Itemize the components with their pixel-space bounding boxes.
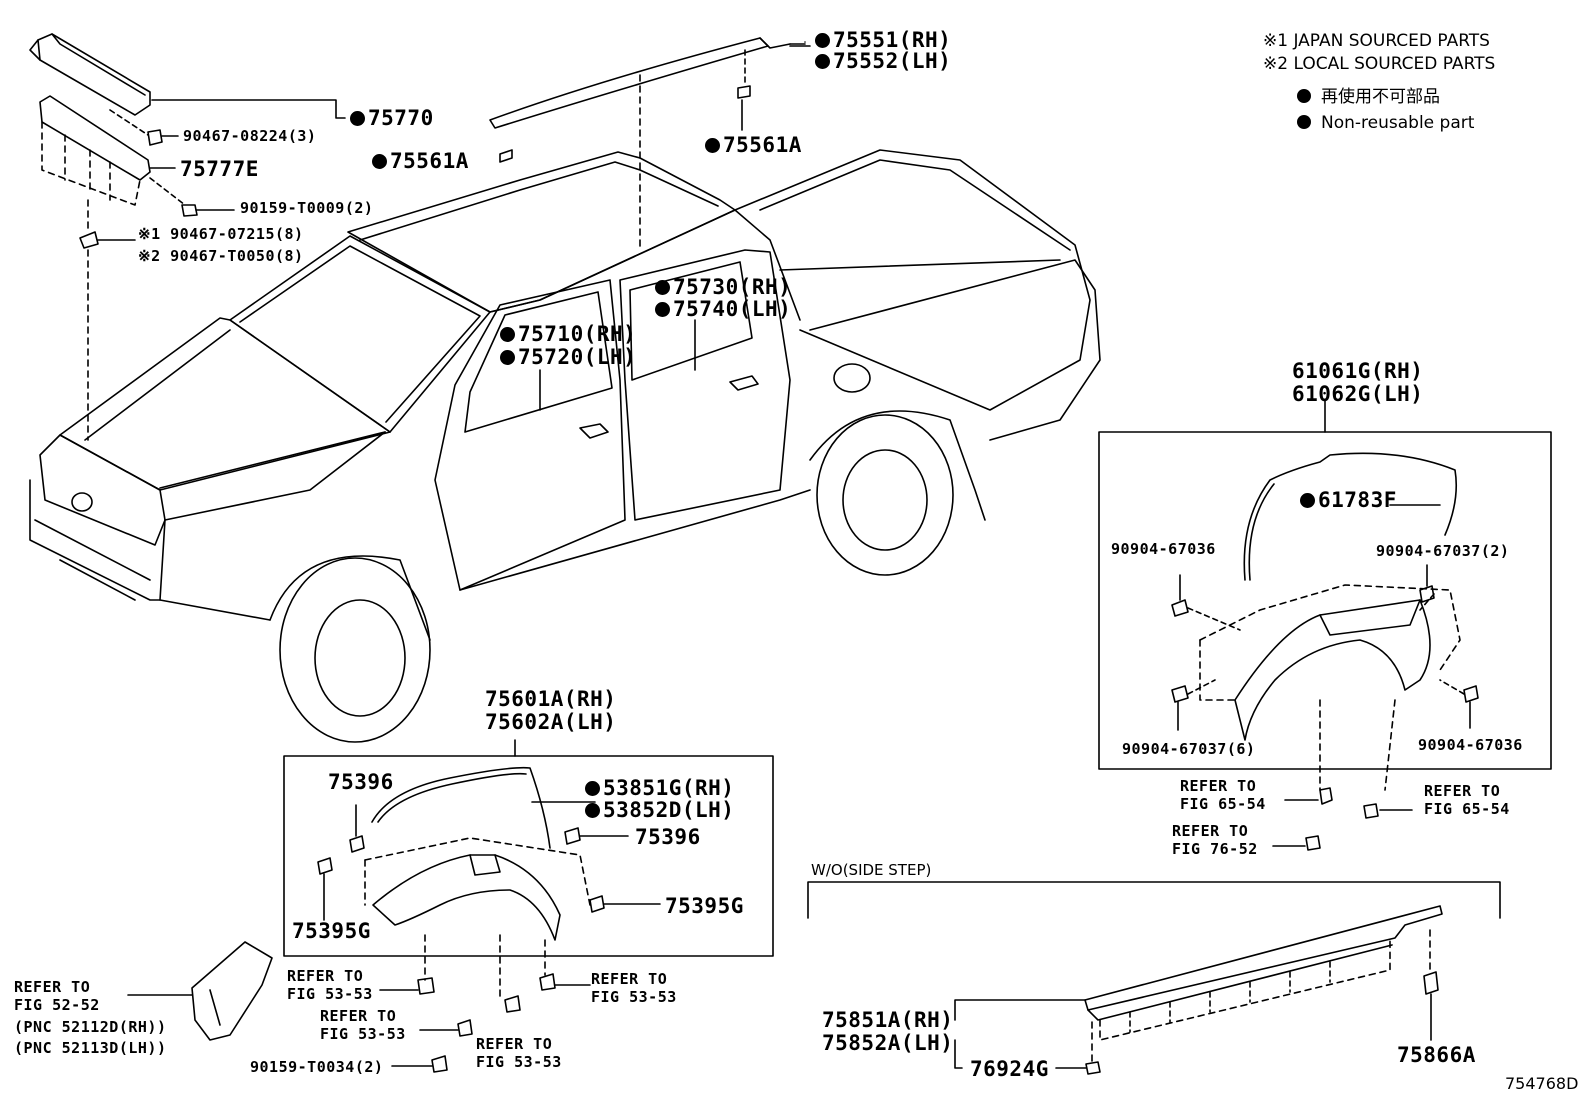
part-label-90904-67036-b[interactable]: 90904-67036 <box>1418 736 1523 754</box>
part-label-75740[interactable]: 75740(LH) <box>655 298 791 320</box>
part-label-90904-67037-6[interactable]: 90904-67037(6) <box>1122 740 1256 758</box>
nonreusable-dot-icon <box>815 33 830 48</box>
part-label-90467-08224[interactable]: 90467-08224(3) <box>183 127 317 145</box>
legend-note-1: ※1 JAPAN SOURCED PARTS <box>1263 31 1490 51</box>
roof-molding-drawing <box>489 37 811 251</box>
part-label-75770[interactable]: 75770 <box>350 107 434 129</box>
part-label-75851A[interactable]: 75851A(RH) <box>822 1008 954 1032</box>
rear-fender-flare-box-drawing <box>1098 399 1552 851</box>
nonreusable-dot-icon <box>500 327 515 342</box>
part-label-75395G-b[interactable]: 75395G <box>665 894 744 918</box>
nonreusable-dot-icon <box>815 54 830 69</box>
hood-scoop-drawing <box>29 33 346 441</box>
nonreusable-dot-icon <box>350 111 365 126</box>
part-label-75866A[interactable]: 75866A <box>1397 1043 1476 1067</box>
part-label-90904-67036-a[interactable]: 90904-67036 <box>1111 540 1216 558</box>
part-label-90159-T0009[interactable]: 90159-T0009(2) <box>240 199 374 217</box>
nonreusable-dot-icon <box>655 280 670 295</box>
part-label-61062G[interactable]: 61062G(LH) <box>1292 382 1424 406</box>
wo-side-step-label: W/O(SIDE STEP) <box>811 861 932 879</box>
part-label-53851G[interactable]: 53851G(RH) <box>585 777 734 799</box>
part-label-75552[interactable]: 75552(LH) <box>815 50 951 72</box>
nonreusable-dot-icon <box>655 302 670 317</box>
part-label-75852A[interactable]: 75852A(LH) <box>822 1031 954 1055</box>
part-label-75551[interactable]: 75551(RH) <box>815 29 951 51</box>
pnc-lh-label: (PNC 52113D(LH)) <box>14 1039 167 1057</box>
part-label-75710[interactable]: 75710(RH) <box>500 323 636 345</box>
nonreusable-dot-icon <box>585 781 600 796</box>
truck-illustration <box>29 149 1101 743</box>
part-label-75777E[interactable]: 75777E <box>180 157 259 181</box>
nonreusable-dot-icon <box>1300 493 1315 508</box>
legend-nonreusable-en: Non-reusable part <box>1297 113 1474 133</box>
legend-nonreusable-jp: 再使用不可部品 <box>1297 87 1440 107</box>
nonreusable-dot-icon <box>372 154 387 169</box>
part-label-90904-67037-2[interactable]: 90904-67037(2) <box>1376 542 1510 560</box>
part-label-76924G[interactable]: 76924G <box>970 1057 1049 1081</box>
front-fender-flare-box-drawing <box>283 739 774 1073</box>
nonreusable-dot-icon <box>1297 115 1311 129</box>
part-label-53852D[interactable]: 53852D(LH) <box>585 799 734 821</box>
part-label-75730[interactable]: 75730(RH) <box>655 276 791 298</box>
part-label-75561A-right[interactable]: 75561A <box>705 134 802 156</box>
part-label-90159-T0034[interactable]: 90159-T0034(2) <box>250 1058 384 1076</box>
figure-id: 754768D <box>1505 1074 1579 1093</box>
legend-note-2: ※2 LOCAL SOURCED PARTS <box>1263 54 1496 74</box>
part-label-75720[interactable]: 75720(LH) <box>500 346 636 368</box>
part-label-61783F[interactable]: 61783F <box>1300 489 1397 511</box>
part-label-75601A[interactable]: 75601A(RH) <box>485 687 617 711</box>
window-molding-leaders <box>539 319 696 411</box>
nonreusable-dot-icon <box>585 803 600 818</box>
part-label-75561A-left[interactable]: 75561A <box>372 150 469 172</box>
part-label-75395G-a[interactable]: 75395G <box>292 919 371 943</box>
part-label-90467-07215[interactable]: ※1 90467-07215(8) <box>138 225 304 243</box>
part-label-61061G[interactable]: 61061G(RH) <box>1292 359 1424 383</box>
mudguard-drawing <box>127 941 273 1041</box>
side-step-drawing <box>807 881 1501 1075</box>
nonreusable-dot-icon <box>1297 89 1311 103</box>
part-label-75602A[interactable]: 75602A(LH) <box>485 710 617 734</box>
nonreusable-dot-icon <box>705 138 720 153</box>
part-label-90467-T0050[interactable]: ※2 90467-T0050(8) <box>138 247 304 265</box>
nonreusable-dot-icon <box>500 350 515 365</box>
part-label-75396-a[interactable]: 75396 <box>328 770 394 794</box>
pnc-rh-label: (PNC 52112D(RH)) <box>14 1018 167 1036</box>
part-label-75396-b[interactable]: 75396 <box>635 825 701 849</box>
